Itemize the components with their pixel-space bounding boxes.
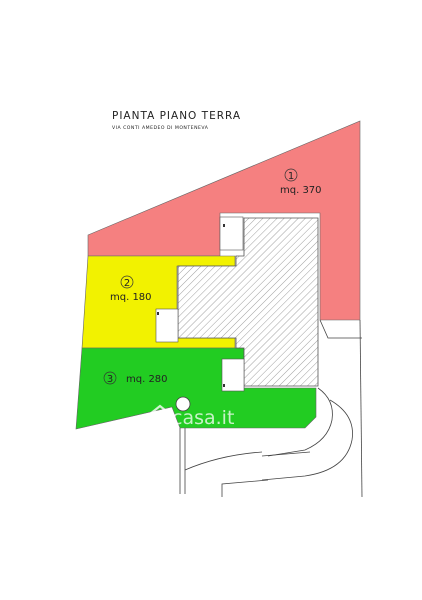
- area-3-number-circle: [103, 371, 117, 385]
- door-mark: [223, 384, 225, 387]
- door-mark: [223, 224, 225, 227]
- area-1-number-circle: [284, 168, 298, 182]
- area-1-label: 1 mq. 370: [280, 168, 322, 196]
- area-1-number: 1: [288, 171, 294, 182]
- plan-title: PIANTA PIANO TERRA: [112, 110, 241, 122]
- annex-box: [221, 358, 245, 392]
- area-2-number-circle: [120, 275, 134, 289]
- watermark-text: casa.it: [172, 407, 234, 429]
- house-logo-icon: [148, 404, 172, 426]
- area-3-label: 3 mq. 280: [103, 371, 168, 385]
- building-footprint: [177, 217, 319, 387]
- boundary-lines: [175, 319, 363, 498]
- area-3-number: 3: [107, 374, 113, 385]
- area-1-size: mq. 370: [280, 185, 322, 196]
- annex-box: [219, 216, 244, 251]
- area-3-size: mq. 280: [126, 374, 168, 385]
- area-2-number: 2: [124, 278, 130, 289]
- watermark: casa.it: [148, 404, 234, 429]
- plan-subtitle: VIA CONTI AMEDEO DI MONTENEVA: [112, 125, 209, 131]
- door-mark: [157, 312, 159, 315]
- annex-box: [155, 308, 179, 343]
- area-2-size: mq. 180: [110, 292, 152, 303]
- area-2-label: 2 mq. 180: [110, 275, 152, 303]
